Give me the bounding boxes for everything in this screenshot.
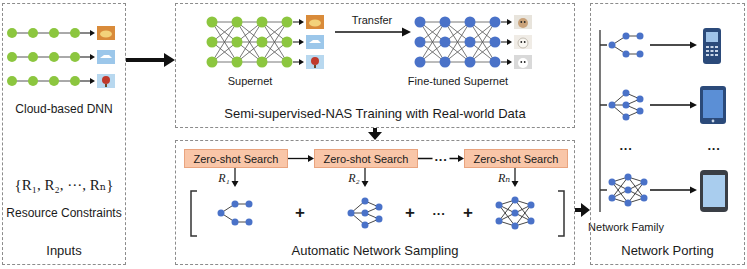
plus-sign: +: [463, 203, 473, 222]
label-anchor: Resource Constraints: [6, 203, 121, 221]
stage-panel: Semi-supervised-NAS Training with Real-w…: [175, 3, 575, 128]
constraint-label: R₁: [218, 171, 230, 185]
stage-panel: Network Porting: [590, 3, 745, 265]
label-anchor: Fine-tuned Supernet: [408, 71, 508, 89]
stage-panel: Automatic Network Sampling Zero-shot Sear…: [175, 140, 575, 265]
label-anchor: ···: [433, 150, 450, 168]
input-caption: Cloud-based DNN: [15, 102, 112, 116]
label-anchor: +: [405, 203, 415, 223]
box-label: Zero-shot Search: [324, 153, 409, 165]
label-anchor: Supernet: [228, 71, 273, 89]
label-anchor: {R₁, R₂, ···, Rₙ}: [15, 176, 114, 194]
input-caption: Resource Constraints: [6, 206, 121, 220]
label-anchor: Transfer: [352, 10, 393, 28]
process-box: Zero-shot Search: [464, 149, 568, 168]
label-anchor: ···: [620, 139, 633, 157]
constraint-set: {R₁, R₂, ···, Rₙ}: [15, 177, 114, 193]
flow-arrow: [575, 203, 590, 217]
panel-title: Automatic Network Sampling: [292, 243, 459, 258]
box-label: Zero-shot Search: [474, 153, 559, 165]
plus-sign: +: [295, 203, 305, 222]
figure-caption: Network Family: [588, 221, 664, 233]
panel-title: Semi-supervised-NAS Training with Real-w…: [224, 106, 525, 121]
figure-caption: Supernet: [228, 75, 273, 87]
label-anchor: Cloud-based DNN: [15, 99, 112, 117]
process-box: Zero-shot Search: [184, 149, 288, 168]
arrow-caption: Transfer: [352, 14, 393, 26]
stage-panel: Inputs: [2, 3, 126, 265]
process-box: Zero-shot Search: [314, 149, 418, 168]
constraint-label: Rₙ: [498, 171, 510, 185]
label-anchor: R₂: [348, 168, 360, 186]
box-label: Zero-shot Search: [194, 153, 279, 165]
panel-title: Network Porting: [621, 243, 713, 258]
label-anchor: +: [463, 203, 473, 223]
panel-title: Inputs: [46, 243, 81, 258]
ellipsis: ···: [433, 206, 446, 221]
label-anchor: +: [295, 203, 305, 223]
label-anchor: ···: [708, 139, 721, 157]
constraint-label: R₂: [348, 171, 360, 185]
flow-arrow: [288, 155, 314, 162]
ellipsis: ···: [708, 141, 721, 156]
flow-arrow: [126, 53, 175, 67]
label-anchor: R₁: [218, 168, 230, 186]
label-anchor: Network Family: [588, 217, 664, 235]
edge-label: ···: [433, 152, 450, 167]
figure-caption: Fine-tuned Supernet: [408, 75, 508, 87]
label-anchor: ···: [433, 204, 446, 222]
flow-arrow: [368, 128, 382, 140]
label-anchor: Rₙ: [498, 168, 510, 186]
ellipsis: ···: [620, 141, 633, 156]
plus-sign: +: [405, 203, 415, 222]
